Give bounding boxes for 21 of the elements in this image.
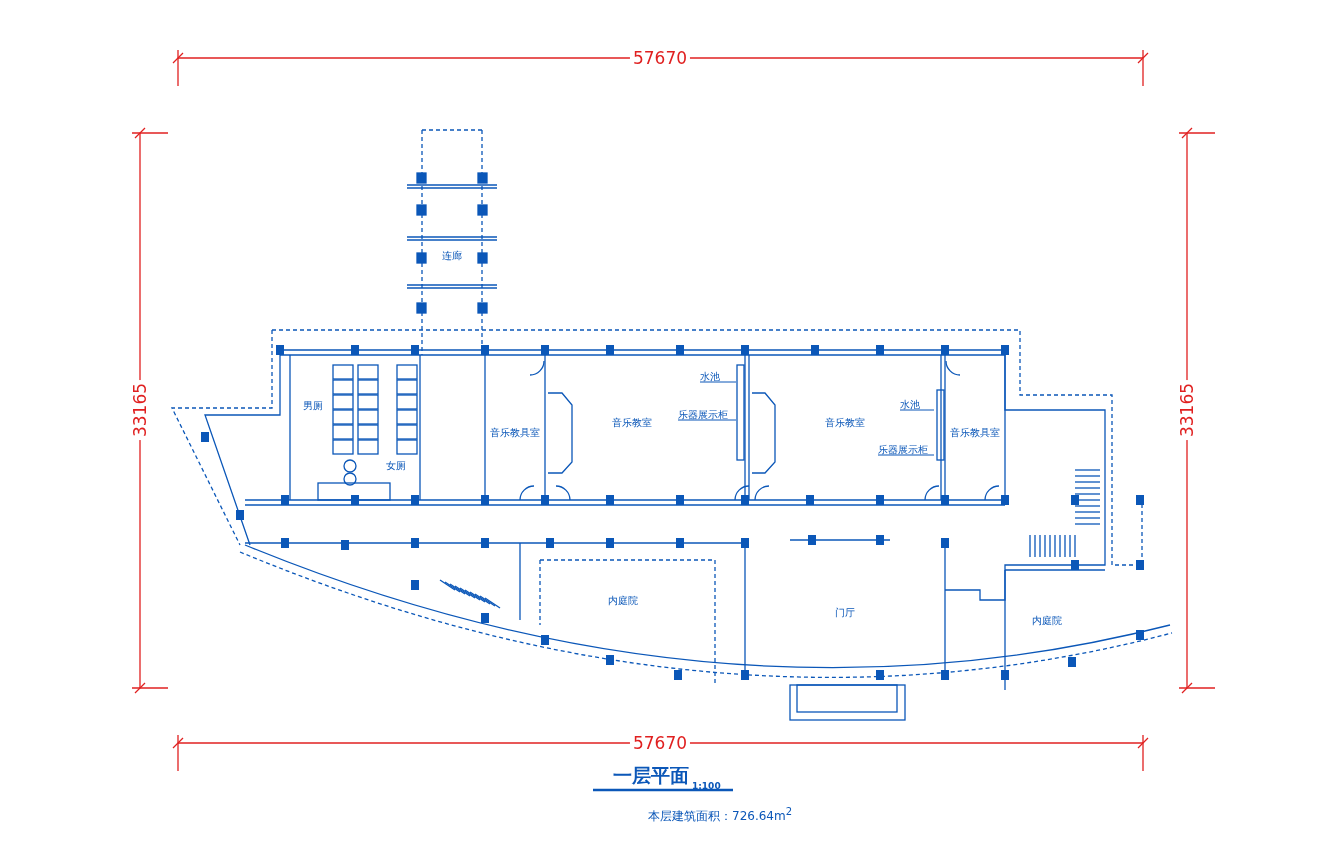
area-text: 本层建筑面积：726.64m$^{2}$ — [648, 806, 793, 825]
scale-text: 1:100 — [692, 781, 721, 791]
room-label: 音乐教室 — [825, 416, 865, 428]
room-label: 连廊 — [442, 249, 462, 261]
room-label: 音乐教具室 — [490, 426, 540, 438]
leader-line — [877, 454, 935, 456]
room-label: 音乐教具室 — [950, 426, 1000, 438]
annotation-text: 水池 — [900, 399, 920, 410]
room-label: 女厕 — [386, 459, 406, 471]
annotation-text: 乐器展示柜 — [678, 409, 728, 420]
drawing-title: 一层平面 — [613, 763, 689, 788]
room-label: 内庭院 — [1032, 614, 1062, 626]
leader-line — [677, 419, 737, 421]
leader-line — [899, 409, 935, 411]
room-label: 内庭院 — [608, 594, 638, 606]
leader-line — [699, 381, 737, 383]
annotation-text: 水池 — [700, 371, 720, 382]
room-label: 男厕 — [303, 399, 323, 411]
room-label: 门厅 — [835, 606, 855, 618]
annotation-text: 乐器展示柜 — [878, 444, 928, 455]
room-label: 音乐教室 — [612, 416, 652, 428]
